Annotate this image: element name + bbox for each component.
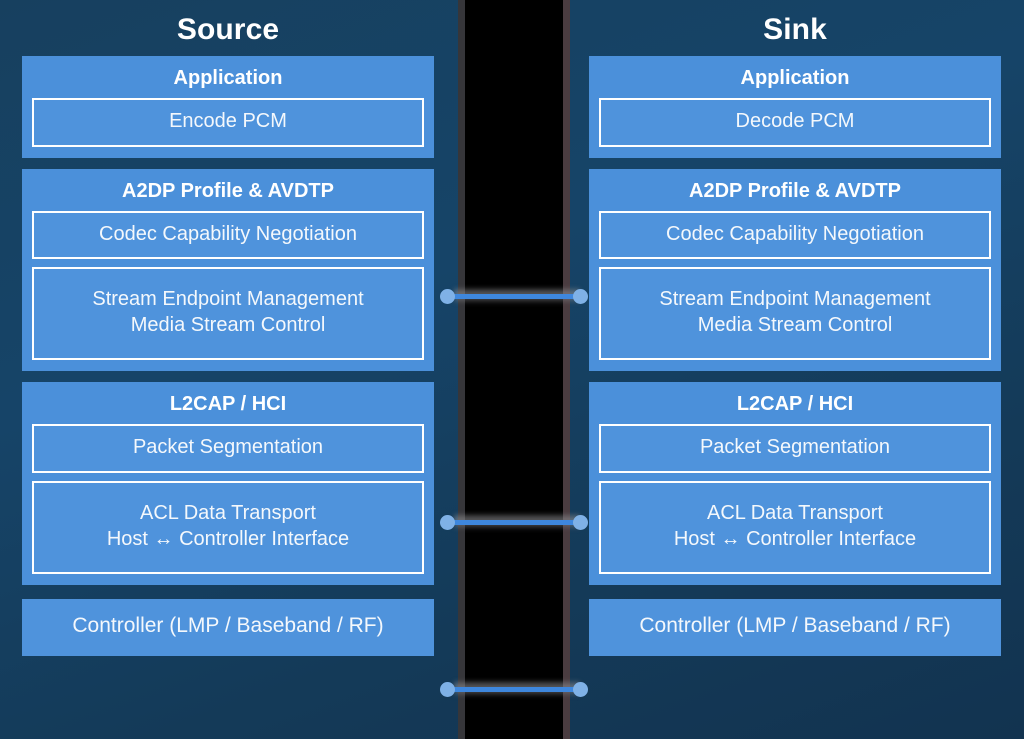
sink-column: Sink Application Decode PCM A2DP Profile…: [575, 0, 1015, 739]
source-layer-application[interactable]: Application Encode PCM: [22, 56, 434, 158]
link-a2dp-node-sink[interactable]: [573, 289, 588, 304]
sink-l2cap-host-controller-interface: Host ↔ Controller Interface: [673, 527, 917, 550]
sink-layer-a2dp[interactable]: A2DP Profile & AVDTP Codec Capability Ne…: [589, 168, 1001, 372]
source-a2dp-title: A2DP Profile & AVDTP: [122, 179, 334, 202]
source-column-title: Source: [176, 13, 280, 46]
sink-a2dp-stream-management[interactable]: Stream Endpoint Management Media Stream …: [599, 267, 991, 361]
link-controller-wire: [446, 687, 582, 692]
source-application-encode-pcm[interactable]: Encode PCM: [32, 98, 424, 147]
sink-a2dp-title: A2DP Profile & AVDTP: [689, 179, 901, 202]
sink-layer-controller[interactable]: Controller (LMP / Baseband / RF): [589, 599, 1001, 657]
sink-a2dp-media-stream-control: Media Stream Control: [697, 313, 893, 336]
sink-column-title: Sink: [763, 13, 827, 46]
source-a2dp-codec-capability-negotiation[interactable]: Codec Capability Negotiation: [32, 210, 424, 260]
source-l2cap-acl-transport[interactable]: ACL Data Transport Host ↔ Controller Int…: [32, 480, 424, 575]
link-a2dp-connector[interactable]: [440, 285, 588, 307]
link-a2dp-node-source[interactable]: [440, 289, 455, 304]
link-a2dp-wire: [446, 294, 582, 299]
source-layer-l2cap[interactable]: L2CAP / HCI Packet Segmentation ACL Data…: [22, 382, 434, 586]
link-l2cap-wire: [446, 520, 582, 525]
source-layer-a2dp[interactable]: A2DP Profile & AVDTP Codec Capability Ne…: [22, 168, 434, 372]
sink-l2cap-packet-segmentation[interactable]: Packet Segmentation: [599, 424, 991, 473]
center-occlusion-panel: [458, 0, 570, 739]
sink-l2cap-acl-data-transport: ACL Data Transport: [706, 501, 883, 524]
source-column: Source Application Encode PCM A2DP Profi…: [8, 0, 448, 739]
source-a2dp-stream-endpoint-management: Stream Endpoint Management: [92, 288, 364, 311]
link-l2cap-node-sink[interactable]: [573, 515, 588, 530]
source-layer-controller[interactable]: Controller (LMP / Baseband / RF): [22, 599, 434, 657]
link-l2cap-connector[interactable]: [440, 511, 588, 533]
source-controller-bar[interactable]: Controller (LMP / Baseband / RF): [22, 599, 434, 657]
sink-layer-l2cap[interactable]: L2CAP / HCI Packet Segmentation ACL Data…: [589, 382, 1001, 586]
sink-controller-bar[interactable]: Controller (LMP / Baseband / RF): [589, 599, 1001, 657]
link-l2cap-node-source[interactable]: [440, 515, 455, 530]
source-l2cap-title: L2CAP / HCI: [169, 393, 287, 416]
source-application-title: Application: [173, 67, 283, 89]
source-a2dp-stream-management[interactable]: Stream Endpoint Management Media Stream …: [32, 267, 424, 361]
link-controller-connector[interactable]: [440, 678, 588, 700]
sink-application-title: Application: [740, 67, 850, 89]
source-l2cap-acl-data-transport: ACL Data Transport: [139, 501, 316, 524]
sink-l2cap-title: L2CAP / HCI: [736, 393, 854, 416]
sink-a2dp-codec-capability-negotiation[interactable]: Codec Capability Negotiation: [599, 210, 991, 260]
link-controller-node-source[interactable]: [440, 682, 455, 697]
sink-application-decode-pcm[interactable]: Decode PCM: [599, 98, 991, 147]
source-a2dp-media-stream-control: Media Stream Control: [130, 313, 326, 336]
source-l2cap-host-controller-interface: Host ↔ Controller Interface: [106, 527, 350, 550]
sink-l2cap-acl-transport[interactable]: ACL Data Transport Host ↔ Controller Int…: [599, 480, 991, 575]
link-controller-node-sink[interactable]: [573, 682, 588, 697]
sink-a2dp-stream-endpoint-management: Stream Endpoint Management: [659, 288, 931, 311]
source-l2cap-packet-segmentation[interactable]: Packet Segmentation: [32, 424, 424, 473]
sink-layer-application[interactable]: Application Decode PCM: [589, 56, 1001, 158]
